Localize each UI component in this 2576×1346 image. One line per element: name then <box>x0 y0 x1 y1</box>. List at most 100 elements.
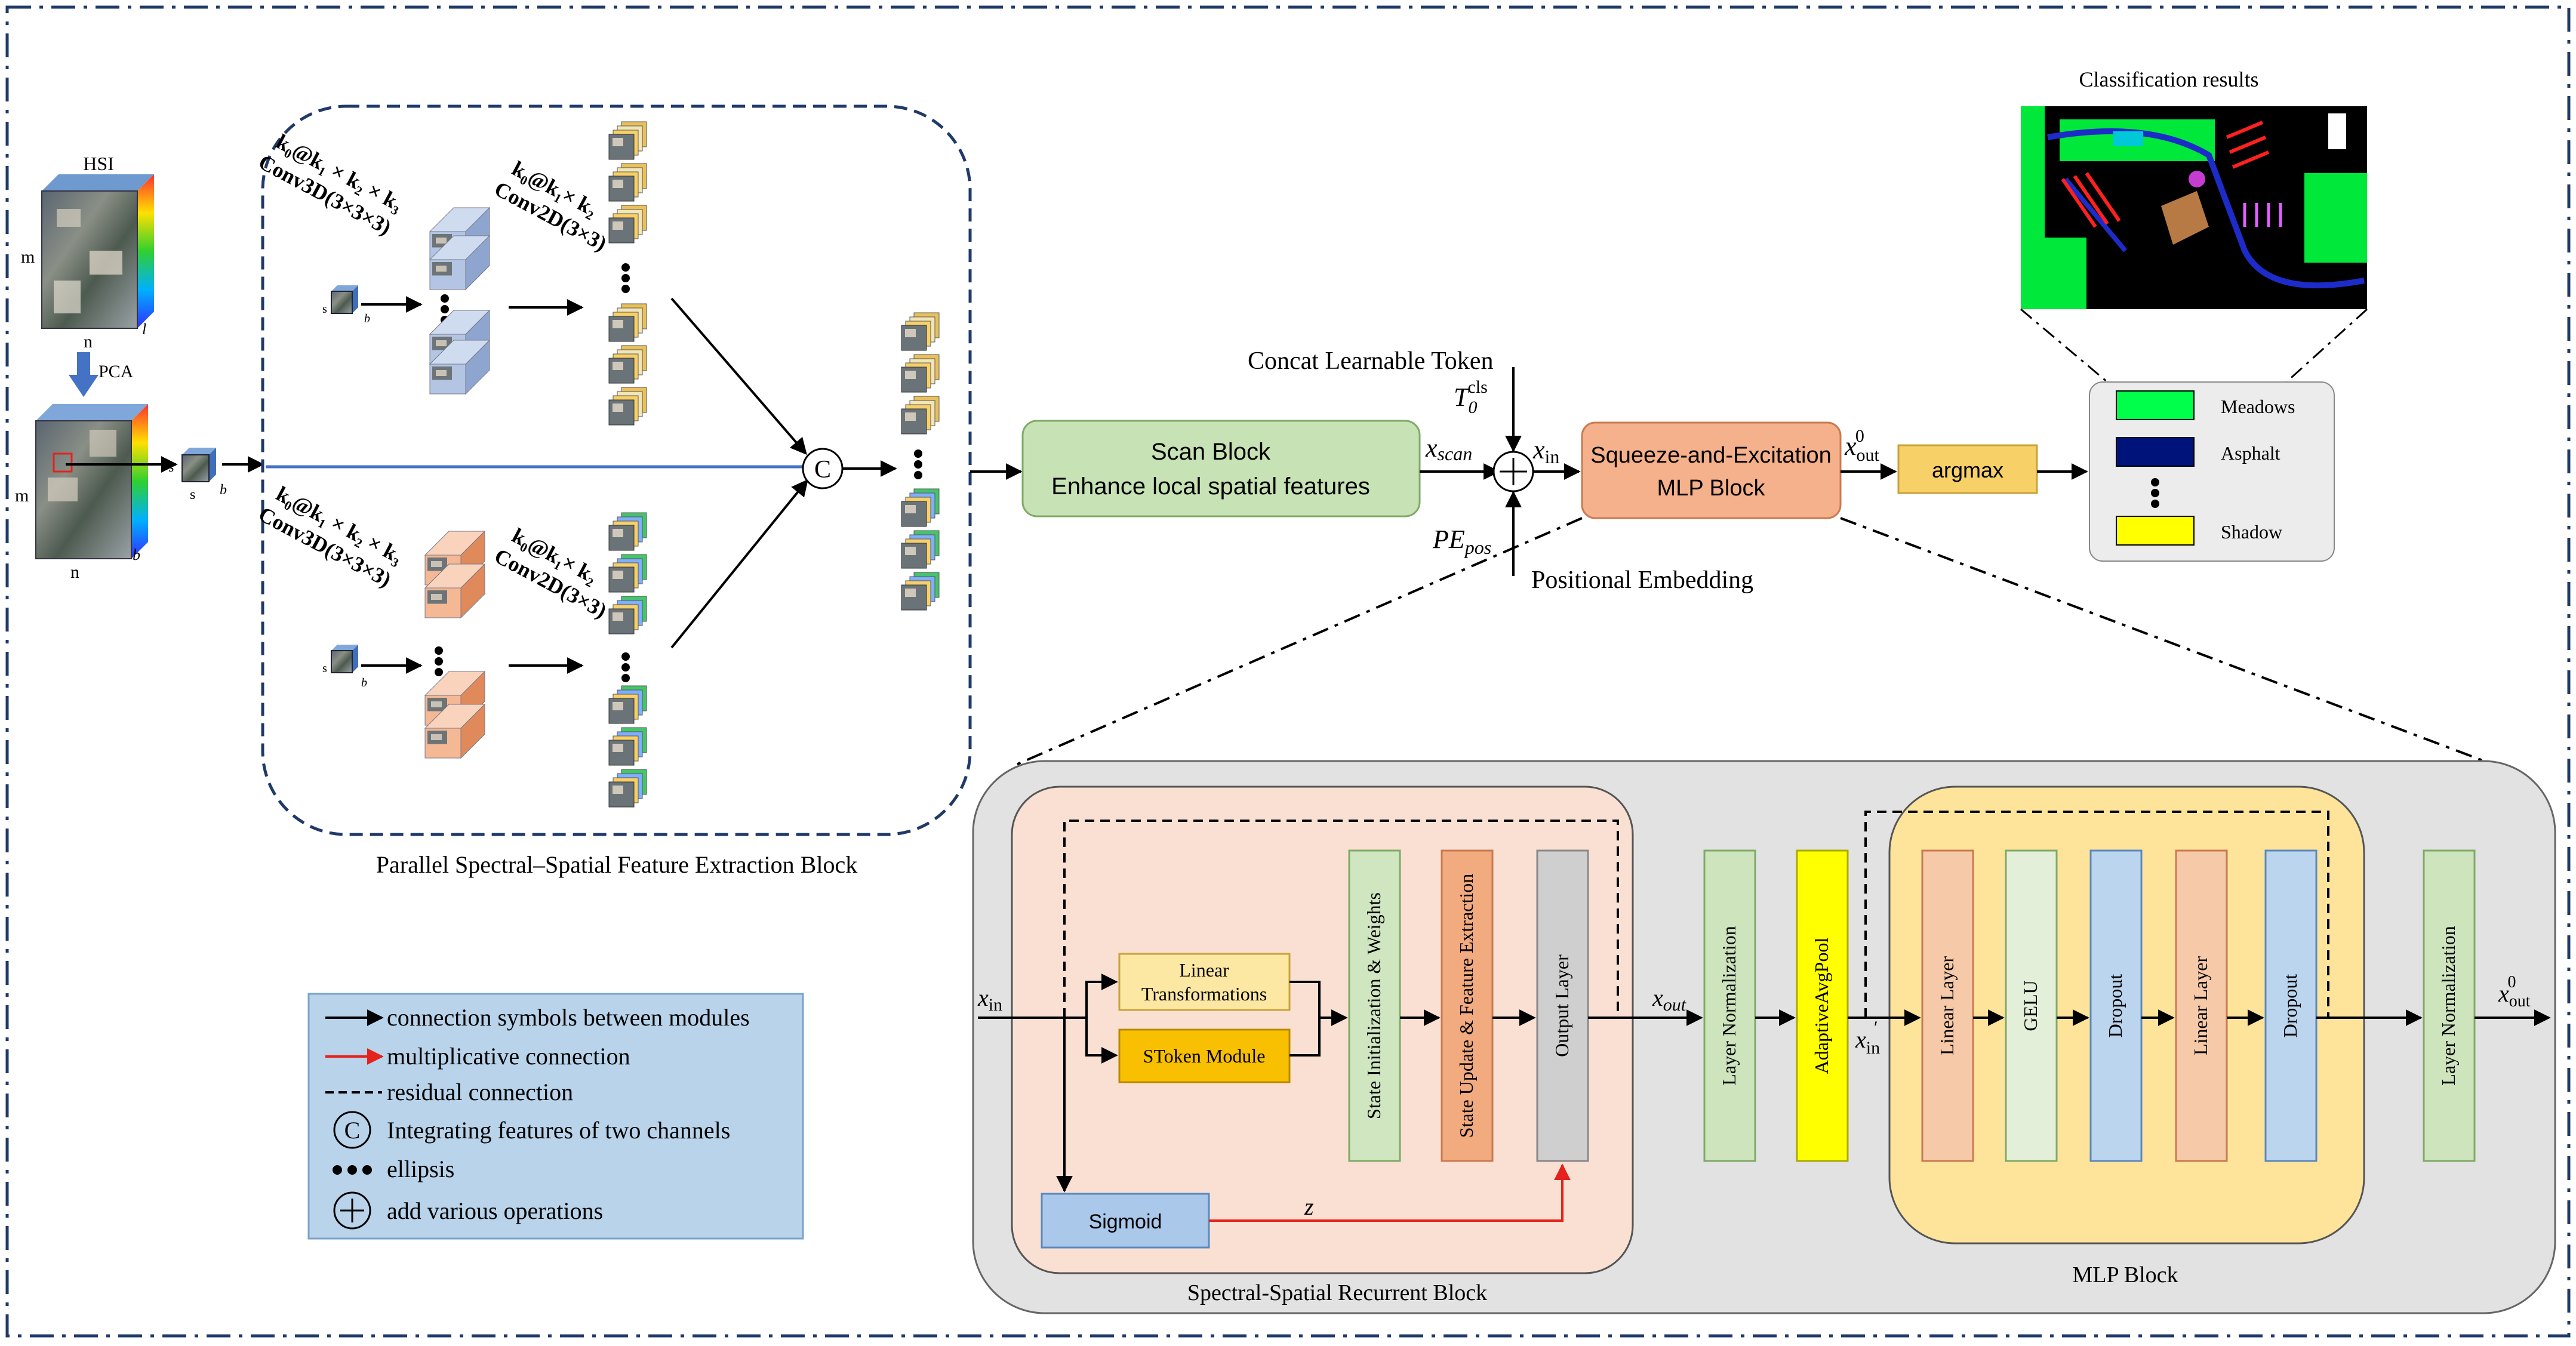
layer-norm-2-box: Layer Normalization <box>2423 849 2476 1162</box>
dropout-2-box: Dropout <box>2264 849 2318 1162</box>
x-out-0-label: xout0 <box>1844 426 1880 465</box>
x-in-prime-base: x <box>1855 1026 1866 1053</box>
asphalt-swatch <box>2116 437 2195 467</box>
outer-frame <box>5 5 2571 1338</box>
top-small-b: b <box>364 312 370 325</box>
dropout-1-box: Dropout <box>2089 849 2143 1162</box>
positional-embedding-label: Positional Embedding <box>1531 566 1753 594</box>
bottom-branch: k₀@k₁ × k₂ × k₃ Conv3D(3×3×3) s b k₀@k₁×… <box>255 479 808 808</box>
linear-transform-line1: Linear <box>1179 959 1229 981</box>
layer-norm-2-label: Layer Normalization <box>2437 926 2459 1085</box>
linear-layer-2-label: Linear Layer <box>2190 956 2211 1055</box>
results-legend: Meadows Asphalt Shadow <box>2089 381 2335 562</box>
input-section: HSI m n l PCA m n b <box>15 153 264 582</box>
legend-integrating-icon: C <box>333 1111 371 1149</box>
sigmoid-label: Sigmoid <box>1089 1211 1162 1233</box>
se-block-title: Squeeze-and-Excitation <box>1590 443 1831 468</box>
linear-layer-1-label: Linear Layer <box>1936 956 1958 1055</box>
l-label: l <box>142 321 146 338</box>
bottom-stack-item-4 <box>608 685 647 724</box>
bottom-small-s: s <box>322 662 327 675</box>
fused-stack-item-3 <box>901 396 940 435</box>
to-linear-arrow <box>1085 974 1118 1018</box>
detail-x-out-base: x <box>1652 984 1663 1011</box>
legend-integrating-symbol: C <box>344 1117 361 1144</box>
meadows-label: Meadows <box>2221 396 2295 417</box>
detail-x-in-label: xin <box>977 984 1002 1015</box>
gelu-label: GELU <box>2020 980 2041 1031</box>
x-in-prime-label: xin′ <box>1855 1018 1880 1058</box>
bottom-stack-item-1 <box>608 512 647 551</box>
bottom-small-b: b <box>361 676 367 689</box>
hsi-label: HSI <box>83 153 114 174</box>
pe-base: PE <box>1432 525 1465 554</box>
zoom-line-left <box>1014 517 1583 766</box>
hsi-cube <box>41 174 154 329</box>
state-update-box: State Update & Feature Extraction <box>1441 849 1494 1162</box>
linear-layer-2-box: Linear Layer <box>2175 849 2228 1162</box>
state-init-label: State Initialization & Weights <box>1363 892 1384 1119</box>
linear-transform-line2: Transformations <box>1141 983 1267 1005</box>
concat-symbol: C <box>814 456 831 483</box>
x-out0-base: x <box>1844 432 1857 461</box>
shadow-swatch <box>2116 516 2195 546</box>
top-small-s: s <box>322 303 327 316</box>
x-in-base: x <box>1532 435 1545 464</box>
classification-map <box>2021 106 2367 309</box>
patch-b-label: b <box>220 482 227 498</box>
top-stack-item-6 <box>608 387 647 426</box>
extraction-block: Parallel Spectral–Spatial Feature Extrac… <box>255 104 972 878</box>
top-small-cube <box>331 285 358 314</box>
argmax-block: argmax <box>1897 444 2038 494</box>
layer-norm-1-box: Layer Normalization <box>1703 849 1756 1162</box>
extraction-title: Parallel Spectral–Spatial Feature Extrac… <box>376 851 857 878</box>
se-block: Squeeze-and-Excitation MLP Block <box>1581 421 1842 519</box>
concat-icon: C <box>802 448 844 489</box>
adaptive-pool-box: AdaptiveAvgPool <box>1796 849 1849 1162</box>
patch-s2-label: s <box>190 487 195 503</box>
extraction-border <box>261 104 972 836</box>
top-cube-2 <box>429 235 491 291</box>
fused-stack-item-6 <box>901 572 940 611</box>
x-in-label: xin <box>1532 435 1559 467</box>
legend-add-text: add various operations <box>387 1197 603 1224</box>
legend-residual-text: residual connection <box>387 1079 573 1105</box>
detail-x-out-sub: out <box>1663 995 1686 1015</box>
se-block-subtitle: MLP Block <box>1657 476 1766 501</box>
legend-ellipsis-icon-2 <box>333 1165 372 1175</box>
legend-ellipsis-text: ellipsis <box>387 1156 454 1182</box>
multiplicative-arrow <box>1209 1163 1571 1222</box>
top-stack-item-4 <box>608 303 647 342</box>
pca-label: PCA <box>99 362 134 381</box>
adaptive-pool-label: AdaptiveAvgPool <box>1811 938 1832 1074</box>
t0-sub: 0 <box>1468 398 1477 417</box>
stoken-label: SToken Module <box>1143 1045 1266 1067</box>
pca-cube <box>35 404 148 559</box>
bottom-small-cube <box>331 645 358 673</box>
x-in-prime-sup: ′ <box>1873 1018 1877 1037</box>
legend-ellipsis-icon <box>2151 478 2159 508</box>
x-scan-label: xscan <box>1425 433 1472 464</box>
top-feature-cubes <box>429 207 491 395</box>
n2-label: n <box>70 562 79 582</box>
bottom-stack-item-5 <box>608 727 647 766</box>
final-out-label: xout0 <box>2498 973 2531 1011</box>
x-out0-sup: 0 <box>1855 426 1864 446</box>
final-out-sub: out <box>2509 992 2531 1011</box>
legend-multiplicative-text: multiplicative connection <box>387 1043 630 1070</box>
detail-x-in-base: x <box>977 984 989 1011</box>
fused-stack-item-1 <box>901 312 940 351</box>
top-stack-ellipsis-icon <box>621 263 630 293</box>
argmax-label: argmax <box>1932 458 2003 482</box>
top-stack-item-1 <box>608 121 647 160</box>
results-link-left <box>2020 308 2108 383</box>
x-scan-sub: scan <box>1438 443 1473 464</box>
residual-path-2 <box>1864 811 2329 1018</box>
stoken-box: SToken Module <box>1118 1028 1291 1083</box>
residual-path-1 <box>1063 820 1619 1018</box>
fused-stack-item-4 <box>901 488 940 527</box>
linear-transform-box: Linear Transformations <box>1118 953 1291 1011</box>
t0-cls-label: T0cls <box>1454 377 1488 417</box>
